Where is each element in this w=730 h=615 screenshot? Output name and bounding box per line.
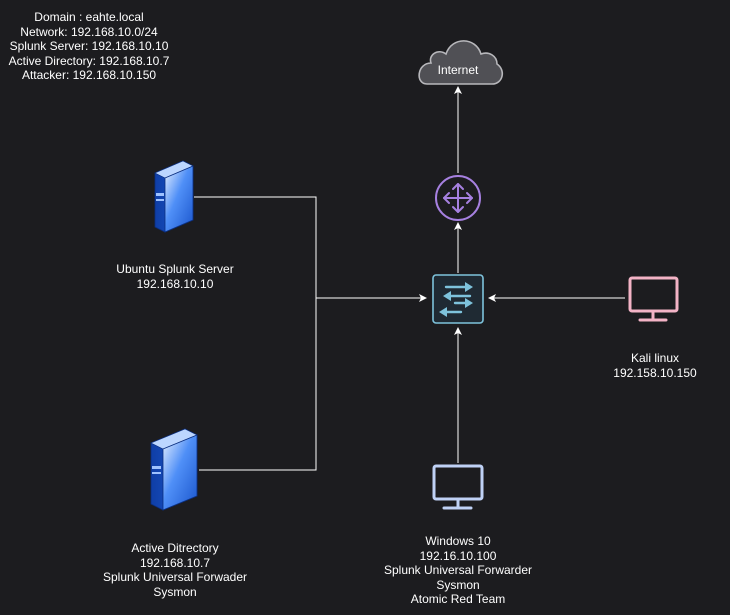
splunk-server-text: Splunk Server: 192.168.10.10 [9, 39, 169, 53]
kali-label: Kali linux 192.158.10.150 [595, 351, 715, 380]
ad-to-switch-link [199, 298, 317, 471]
switch-icon [432, 274, 484, 324]
network-info: Domain : eahte.local Network: 192.168.10… [6, 10, 172, 83]
ubuntu-ip: 192.168.10.10 [136, 276, 214, 291]
ubuntu-server-label: Ubuntu Splunk Server 192.168.10.10 [100, 262, 250, 291]
windows-label: Windows 10 192.16.10.100 Splunk Universa… [370, 534, 546, 607]
active-directory-text: Active Directory: 192.168.10.7 [8, 53, 170, 68]
ad-sysmon: Sysmon [153, 584, 197, 599]
ad-name: Active Ditrectory [131, 541, 219, 555]
ubuntu-name: Ubuntu Splunk Server [116, 262, 234, 276]
kali-name: Kali linux [630, 351, 680, 365]
ad-ip: 192.168.10.7 [139, 555, 211, 570]
windows-sysmon: Sysmon [436, 577, 480, 592]
cloud-icon [418, 40, 504, 85]
server-icon [150, 428, 198, 511]
domain-text: Domain : eahte.local [34, 10, 144, 24]
router-icon [435, 175, 481, 221]
ad-forwarder: Splunk Universal Forwader [102, 570, 248, 584]
connections [194, 86, 625, 471]
internet-label: Internet [438, 63, 479, 77]
ubuntu-to-switch-link [194, 196, 427, 302]
windows-atomic: Atomic Red Team [410, 592, 506, 606]
monitor-icon [628, 276, 679, 322]
kali-ip: 192.158.10.150 [613, 365, 697, 380]
active-directory-label: Active Ditrectory 192.168.10.7 Splunk Un… [90, 541, 260, 599]
windows-forwarder: Splunk Universal Forwarder [383, 563, 533, 577]
windows-ip: 192.16.10.100 [419, 548, 497, 563]
server-icon [154, 160, 194, 233]
windows-name: Windows 10 [425, 534, 491, 548]
monitor-icon [432, 464, 484, 510]
attacker-text: Attacker: 192.168.10.150 [21, 68, 157, 82]
network-text: Network: 192.168.10.0/24 [20, 24, 158, 39]
